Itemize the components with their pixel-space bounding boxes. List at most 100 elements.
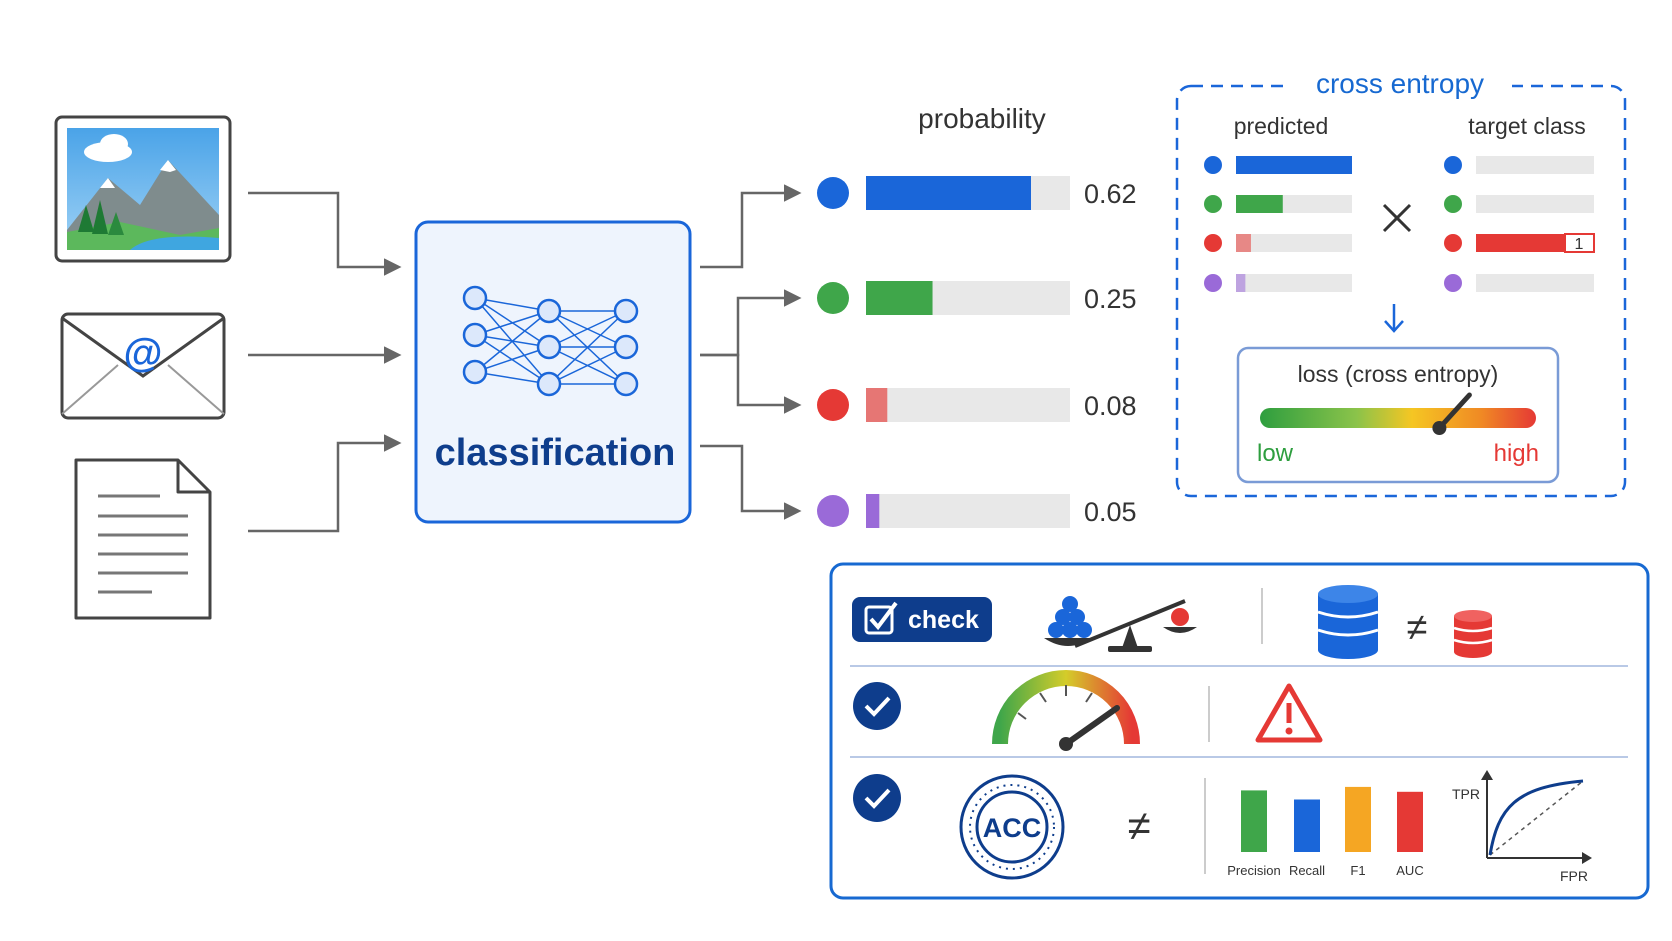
- class-blue-dot: [817, 177, 849, 209]
- loss-box: loss (cross entropy) low high: [1236, 346, 1560, 484]
- network-node: [536, 334, 562, 360]
- target-value: 1: [1575, 236, 1584, 253]
- target-dot-blue: [1444, 156, 1462, 174]
- network-edge: [474, 310, 550, 336]
- network-node: [536, 298, 562, 324]
- predicted-distribution: [1204, 156, 1352, 292]
- probability-value: 0.62: [1084, 179, 1137, 209]
- check-circle-icon-row-3: [853, 774, 901, 822]
- not-equal-symbol-1: ≠: [1407, 607, 1428, 649]
- probability-bar-track: [866, 494, 1070, 528]
- metric-label: F1: [1350, 863, 1365, 878]
- large-database-icon: [1317, 585, 1379, 659]
- checks-panel: check ≠: [829, 562, 1650, 900]
- class-red-dot: [817, 389, 849, 421]
- target-value-box: [1564, 233, 1595, 253]
- email-input-icon: @: [60, 312, 226, 420]
- metric-label: Recall: [1289, 863, 1325, 878]
- check-label: check: [908, 606, 979, 634]
- tpr-label: TPR: [1452, 786, 1480, 802]
- class-green-dot: [817, 282, 849, 314]
- fpr-label: FPR: [1560, 868, 1588, 884]
- metric-bars-chart: Precision Recall F1 AUC: [1227, 786, 1424, 878]
- predicted-dot-purple: [1204, 274, 1222, 292]
- not-equal-symbol-2: ≠: [1127, 802, 1150, 849]
- arrow-down-icon: [1384, 304, 1404, 333]
- check-circle-icon-row-2: [853, 682, 901, 730]
- loss-title: loss (cross entropy): [1298, 361, 1499, 387]
- network-node: [613, 334, 639, 360]
- metric-label: Precision: [1227, 863, 1280, 878]
- model-label: classification: [435, 432, 676, 474]
- target-dot-green: [1444, 195, 1462, 213]
- network-node: [462, 285, 488, 311]
- roc-curve-icon: TPR FPR: [1452, 770, 1592, 884]
- neural-network-icon: [474, 297, 627, 385]
- predicted-label: predicted: [1234, 113, 1329, 139]
- input-arrows: [248, 191, 402, 533]
- network-edge: [474, 346, 550, 373]
- check-badge: check: [852, 597, 992, 642]
- arrow-model-to-class-2: [700, 289, 802, 357]
- arrow-model-to-class-4: [700, 444, 802, 520]
- predicted-dot-red: [1204, 234, 1222, 252]
- neural-network-nodes: [462, 285, 639, 397]
- probability-bar-red: [866, 388, 888, 422]
- metric-bar-f1: [1345, 786, 1371, 852]
- document-input-icon: [74, 458, 212, 620]
- network-node: [462, 322, 488, 348]
- predicted-bar-purple: [1236, 274, 1246, 292]
- probability-bar-green: [866, 281, 933, 315]
- cross-entropy-title: cross entropy: [1316, 68, 1484, 99]
- acc-label: ACC: [983, 813, 1042, 843]
- network-node: [613, 371, 639, 397]
- accuracy-badge-icon: ACC: [959, 774, 1065, 880]
- target-distribution: 1: [1444, 156, 1595, 292]
- metric-bar-auc: [1397, 791, 1423, 852]
- predicted-dot-blue: [1204, 156, 1222, 174]
- loss-high-label: high: [1494, 440, 1539, 467]
- predicted-bar-green: [1236, 195, 1283, 213]
- network-edge: [548, 310, 627, 385]
- output-arrows: [700, 184, 802, 520]
- target-dot-purple: [1444, 274, 1462, 292]
- image-input-icon: [54, 115, 232, 263]
- network-node: [613, 298, 639, 324]
- network-edge: [548, 310, 627, 348]
- probability-bars: 0.620.250.080.05: [817, 176, 1137, 528]
- class-purple-dot: [817, 495, 849, 527]
- network-edge: [474, 297, 550, 312]
- loss-needle-pivot: [1432, 421, 1447, 435]
- metric-bar-recall: [1294, 799, 1320, 852]
- probability-value: 0.08: [1084, 391, 1137, 421]
- speedometer-icon: [992, 670, 1140, 751]
- classification-model-box: classification: [414, 220, 692, 524]
- arrow-image-to-model: [248, 191, 402, 276]
- network-node: [462, 359, 488, 385]
- cloud-icon: [84, 134, 132, 162]
- probability-bar-blue: [866, 176, 1031, 210]
- probability-bar-track: [866, 388, 1070, 422]
- probability-bar-purple: [866, 494, 880, 528]
- network-node: [536, 371, 562, 397]
- arrow-document-to-model: [248, 434, 402, 533]
- arrow-model-to-class-3: [700, 353, 802, 414]
- target-bar-empty: [1476, 274, 1594, 292]
- target-dot-red: [1444, 234, 1462, 252]
- probability-value: 0.25: [1084, 284, 1137, 314]
- network-edge: [474, 310, 550, 373]
- network-edge: [548, 346, 627, 385]
- arrow-model-to-class-1: [700, 184, 802, 269]
- predicted-dot-green: [1204, 195, 1222, 213]
- loss-needle-icon: [1432, 392, 1472, 435]
- probability-title: probability: [918, 103, 1046, 134]
- metric-bar-precision: [1241, 790, 1267, 852]
- predicted-bar-blue: [1236, 156, 1352, 174]
- warning-icon: [1255, 683, 1323, 743]
- target-class-label: target class: [1468, 113, 1586, 139]
- svg-text:@: @: [123, 331, 162, 375]
- metric-label: AUC: [1396, 863, 1423, 878]
- small-database-icon: [1453, 610, 1493, 658]
- target-bar-empty: [1476, 195, 1594, 213]
